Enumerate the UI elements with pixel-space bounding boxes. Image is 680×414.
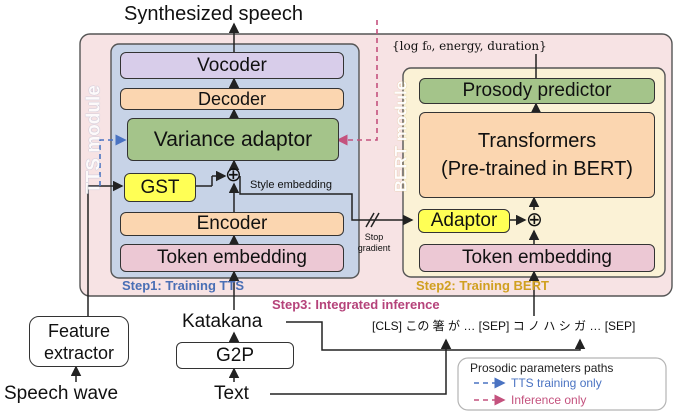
feature-extractor-line2: extractor [43, 342, 115, 363]
stop-gradient-line2: gradient [357, 243, 391, 253]
speech-wave-label: Speech wave [4, 383, 119, 404]
adaptor-block: Adaptor [418, 209, 510, 233]
prosody-predictor-block: Prosody predictor [419, 78, 655, 104]
diagram-title: Synthesized speech [124, 3, 304, 25]
arrow-extractor-to-gst [87, 180, 124, 316]
bert-input-tokens: [CLS] この 箸 が … [SEP] コ ノ ハ シ ガ … [SEP] [372, 319, 636, 333]
transformers-block: Transformers (Pre-trained in BERT) [419, 112, 655, 198]
transformers-line2: (Pre-trained in BERT) [441, 158, 633, 180]
legend-box [457, 357, 667, 411]
arrow-text-to-bert-tokens [270, 338, 452, 395]
bert-module-label: BERT module [391, 80, 411, 193]
bert-token-embedding-block: Token embedding [419, 244, 655, 272]
g2p-block: G2P [176, 342, 294, 369]
step1-label: Step1: Training TTS [122, 278, 245, 293]
tts-only-path [99, 134, 127, 186]
style-embedding-label: Style embedding [250, 179, 332, 191]
tts-token-embedding-block: Token embedding [120, 244, 344, 272]
feature-extractor-block: Feature extractor [29, 316, 129, 367]
inference-only-path [336, 20, 378, 146]
katakana-label: Katakana [182, 311, 263, 332]
variance-adaptor-block: Variance adaptor [127, 118, 339, 161]
arrow-style-to-adaptor [239, 176, 414, 226]
decoder-block: Decoder [120, 88, 344, 110]
legend-inference-only: Inference only [511, 393, 587, 407]
prosody-params-label: {log f₀, energy, duration} [392, 39, 547, 53]
step2-label: Step2: Training BERT [416, 278, 549, 293]
tts-module-panel [110, 43, 360, 279]
tts-module-label: TTS module [83, 85, 105, 194]
vocoder-block: Vocoder [120, 52, 344, 79]
bert-plus-sign: ⊕ [526, 209, 543, 231]
feature-extractor-line1: Feature [47, 320, 111, 341]
legend-title: Prosodic parameters paths [470, 361, 614, 375]
stop-gradient-line1: Stop [364, 232, 384, 242]
transformers-line1: Transformers [477, 130, 597, 152]
arrow-katakana-to-bert-tokens [286, 321, 586, 351]
encoder-block: Encoder [120, 212, 344, 236]
tts-plus-sign: ⊕ [225, 164, 242, 186]
gst-block: GST [124, 173, 196, 202]
legend-tts-only: TTS training only [511, 376, 602, 390]
stop-gradient-label: Stop gradient [354, 232, 394, 254]
step3-label: Step3: Integrated inference [272, 297, 440, 312]
text-input-label: Text [214, 383, 249, 404]
